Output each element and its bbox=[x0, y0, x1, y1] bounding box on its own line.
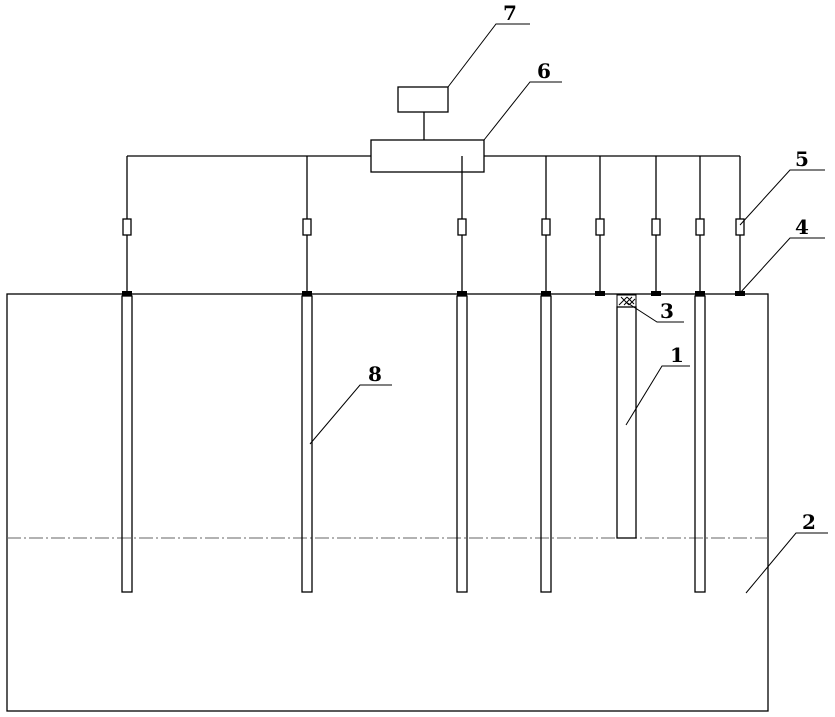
sensor-5-5 bbox=[652, 219, 660, 235]
element-1 bbox=[617, 307, 636, 538]
label-7: 7 bbox=[503, 1, 517, 25]
sensor-5-3 bbox=[542, 219, 550, 235]
leader-6 bbox=[484, 82, 562, 140]
cap-4-7 bbox=[735, 291, 745, 296]
label-5: 5 bbox=[795, 147, 809, 171]
sensor-5-2 bbox=[458, 219, 466, 235]
label-4: 4 bbox=[795, 215, 809, 239]
leader-4 bbox=[740, 238, 825, 293]
sensor-5-1 bbox=[303, 219, 311, 235]
rod-8-3 bbox=[541, 296, 551, 592]
leader-3 bbox=[626, 302, 684, 322]
leader-5 bbox=[740, 170, 825, 225]
cap-4-1 bbox=[302, 291, 312, 296]
label-8: 8 bbox=[368, 362, 382, 386]
rod-8-2 bbox=[457, 296, 467, 592]
ground-body bbox=[7, 294, 768, 711]
cap-4-4 bbox=[595, 291, 605, 296]
leader-8 bbox=[310, 385, 392, 444]
sensor-5-0 bbox=[123, 219, 131, 235]
rod-8-0 bbox=[122, 296, 132, 592]
cap-4-6 bbox=[695, 291, 705, 296]
rod-8-4 bbox=[695, 296, 705, 592]
cap-4-2 bbox=[457, 291, 467, 296]
cap-4-3 bbox=[541, 291, 551, 296]
leader-7 bbox=[448, 24, 530, 87]
cap-4-5 bbox=[651, 291, 661, 296]
label-2: 2 bbox=[802, 510, 816, 534]
element-3-hatch bbox=[619, 297, 635, 305]
unit-7-box bbox=[398, 87, 448, 112]
label-3: 3 bbox=[660, 299, 674, 323]
cap-4-0 bbox=[122, 291, 132, 296]
label-6: 6 bbox=[537, 59, 551, 83]
sensor-5-4 bbox=[596, 219, 604, 235]
label-1: 1 bbox=[670, 343, 684, 367]
sensor-5-6 bbox=[696, 219, 704, 235]
leader-2 bbox=[746, 533, 828, 593]
unit-6-box bbox=[371, 140, 484, 172]
sensor-leads bbox=[122, 156, 745, 296]
